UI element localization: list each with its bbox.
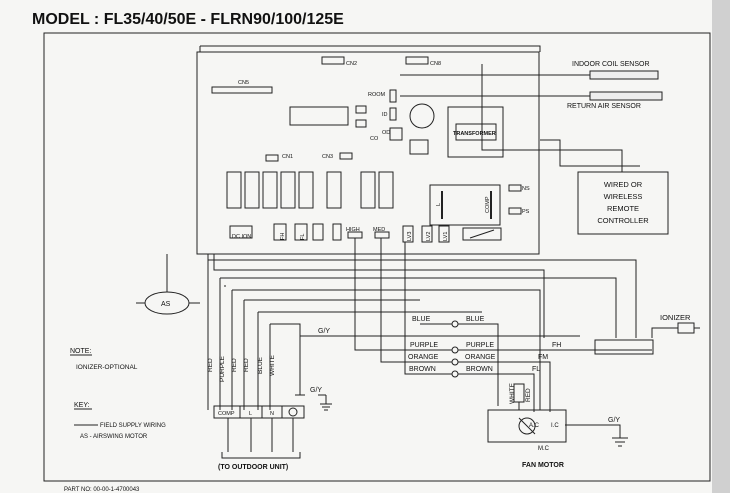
key-as-motor-text: AS - AIRSWING MOTOR (80, 434, 148, 440)
terminal-comp: COMP (218, 411, 235, 417)
wire-fm: FM (538, 354, 548, 361)
cn3-label: CN3 (322, 154, 333, 160)
vwire-5: BLUE (257, 356, 264, 374)
cn2-label: CN2 (346, 61, 357, 67)
vwire-1: RED (207, 358, 214, 372)
transformer-block (447, 106, 504, 158)
key-heading: KEY: (74, 402, 90, 409)
id-label: ID (382, 112, 388, 118)
as-motor-label: AS (161, 301, 171, 308)
dc-ion-label: DC ION (232, 234, 251, 240)
lv3-label: LV3 (407, 232, 413, 241)
fan-mc-label: M.C (538, 446, 550, 452)
ionizer-unit (594, 322, 700, 355)
relay-comp-label: COMP (485, 196, 491, 213)
terminal-block (213, 405, 305, 459)
cn1-connector (265, 154, 279, 162)
fan-symbol (409, 103, 435, 129)
cn5-connector (211, 86, 273, 94)
wire-brown-left: BROWN (409, 366, 436, 373)
fh-label: FH (280, 233, 286, 240)
as-motor (136, 254, 200, 315)
terminal-l: L (249, 411, 252, 417)
note-text: IONIZER-OPTIONAL (76, 364, 138, 371)
cn3-connector (339, 152, 353, 160)
ns-label: NS (522, 186, 530, 192)
vwire-red-fan: RED (525, 388, 532, 402)
wire-fl: FL (532, 366, 540, 373)
cn5-label: CN5 (238, 80, 249, 86)
to-outdoor-label: (TO OUTDOOR UNIT) (218, 464, 288, 471)
wire-orange-left: ORANGE (408, 354, 439, 361)
ionizer-label: IONIZER (660, 313, 691, 322)
vwire-white-fan: WHITE (509, 382, 516, 404)
diagram-frame (43, 32, 711, 482)
note-heading: NOTE: (70, 348, 91, 355)
indoor-coil-sensor (589, 70, 659, 80)
wire-purple-right: PURPLE (466, 342, 494, 349)
ic-chip (289, 106, 349, 126)
return-air-sensor-label: RETURN AIR SENSOR (567, 103, 641, 110)
lv2-label: LV2 (426, 232, 432, 241)
cn8-label: CN8 (430, 61, 441, 67)
remote-line-3: REMOTE (607, 204, 639, 213)
room-connector (389, 89, 397, 103)
wire-purple-left: PURPLE (410, 342, 438, 349)
paper-right-margin (712, 0, 730, 493)
indoor-coil-sensor-label: INDOOR COIL SENSOR (572, 61, 650, 68)
vwire-3: RED (231, 358, 238, 372)
high-label: HIGH (346, 227, 360, 233)
fan-motor-label: FAN MOTOR (522, 462, 564, 469)
remote-line-2: WIRELESS (604, 192, 643, 201)
wire-orange-right: ORANGE (465, 354, 496, 361)
wire-brown-right: BROWN (466, 366, 493, 373)
part-number: PART NO: 00-00-1-4700043 (64, 487, 140, 493)
terminal-n: N (270, 411, 274, 417)
model-title: MODEL : FL35/40/50E - FLRN90/100/125E (32, 11, 344, 28)
cn1-label: CN1 (282, 154, 293, 160)
ground-symbol (318, 394, 332, 411)
wire-blue-right: BLUE (466, 316, 485, 323)
remote-line-1: WIRED OR (604, 180, 643, 189)
sensor-group (400, 70, 663, 101)
wire-blue-left: BLUE (412, 316, 431, 323)
vwire-2: PURPLE (219, 355, 226, 382)
relay-box (429, 184, 501, 226)
cn2-connector (321, 56, 345, 65)
control-board (196, 51, 540, 255)
fan-ic-label: I.C (551, 423, 559, 429)
fan-ac-label: A.C (529, 423, 540, 429)
paper-sheet (0, 0, 712, 493)
room-label: ROOM (368, 92, 386, 98)
key-field-text: FIELD SUPPLY WIRING (100, 423, 166, 429)
cn8-connector (405, 56, 429, 65)
wire-connectors (451, 320, 459, 378)
med-label: MED (373, 227, 385, 233)
ps-label: PS (522, 209, 530, 215)
od-connector (389, 127, 403, 141)
vwire-6: WHITE (269, 354, 276, 376)
fl-label: FL (300, 234, 306, 240)
wiring-harness (207, 238, 678, 447)
lv1-label: LV1 (443, 232, 449, 241)
relay-l-label: L (436, 203, 442, 206)
transformer-label: TRANSFORMER (453, 131, 496, 137)
remote-line-4: CONTROLLER (597, 216, 649, 225)
wire-gy-fan: G/Y (608, 417, 620, 424)
id-connector (389, 107, 397, 121)
wire-gy-terminal: G/Y (310, 387, 322, 394)
wire-fh: FH (552, 342, 561, 349)
co-label: CO (370, 136, 379, 142)
remote-controller-box (577, 171, 669, 235)
od-label: OD (382, 130, 390, 136)
return-air-sensor (589, 91, 663, 101)
wire-gy-top: G/Y (318, 328, 330, 335)
vwire-4: RED (243, 358, 250, 372)
fan-motor (487, 383, 567, 443)
